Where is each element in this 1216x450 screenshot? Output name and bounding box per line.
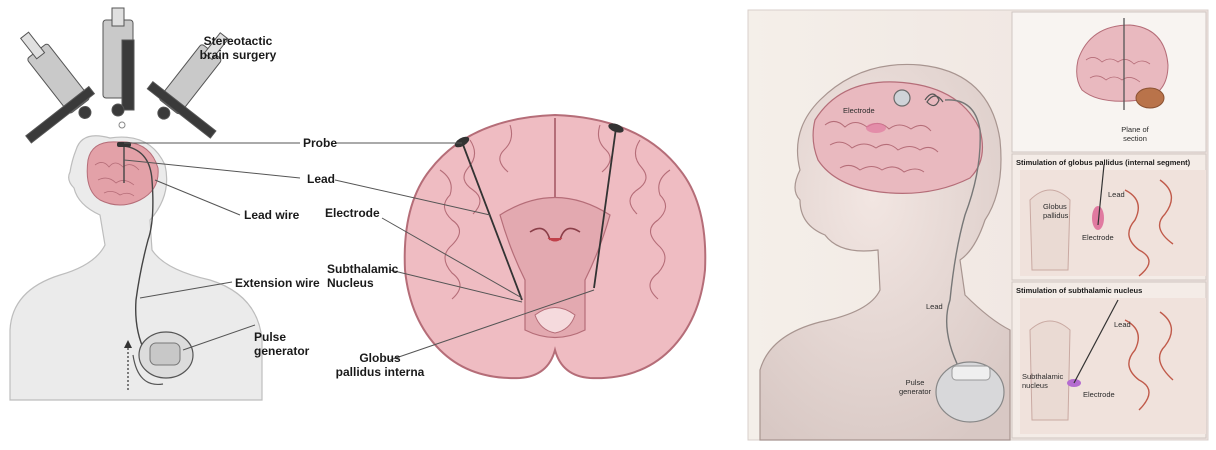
gp-section-illustration — [1020, 165, 1206, 276]
label-extension-wire: Extension wire — [235, 276, 320, 290]
label-probe: Probe — [303, 136, 337, 150]
label-gp-globus-pallidus: Globus pallidus — [1043, 202, 1068, 220]
label-lead: Lead — [307, 172, 335, 186]
label-right-pulse-generator: Pulse generator — [895, 378, 935, 396]
stn-section-illustration — [1020, 298, 1206, 434]
label-pulse-generator: Pulse generator — [254, 330, 309, 358]
label-stereotactic-brain-surgery: Stereotactic brain surgery — [178, 34, 298, 62]
right-pulse-generator-icon — [936, 362, 1004, 422]
label-stn-lead: Lead — [1114, 320, 1131, 329]
label-gp-electrode: Electrode — [1082, 233, 1114, 242]
label-stn-subthalamic-nucleus: Subthalamic nucleus — [1022, 372, 1063, 390]
label-electrode: Electrode — [325, 206, 380, 220]
label-right-lead: Lead — [926, 302, 943, 311]
label-globus-pallidus-interna: Globus pallidus interna — [326, 351, 434, 379]
stereotactic-frame-icon — [0, 8, 265, 155]
patient-brain — [87, 142, 158, 205]
label-gp-lead: Lead — [1108, 190, 1125, 199]
label-lead-wire: Lead wire — [244, 208, 299, 222]
label-plane-of-section: Plane of section — [1117, 125, 1153, 143]
label-right-electrode: Electrode — [843, 106, 875, 115]
label-subthalamic-nucleus: Subthalamic Nucleus — [327, 262, 398, 290]
left-figure — [0, 8, 705, 400]
heading-subthalamic-nucleus: Stimulation of subthalamic nucleus — [1016, 286, 1142, 295]
right-figure — [748, 10, 1208, 440]
label-stn-electrode: Electrode — [1083, 390, 1115, 399]
heading-globus-pallidus: Stimulation of globus pallidus (internal… — [1016, 158, 1190, 167]
coronal-brain-slice — [405, 115, 706, 378]
